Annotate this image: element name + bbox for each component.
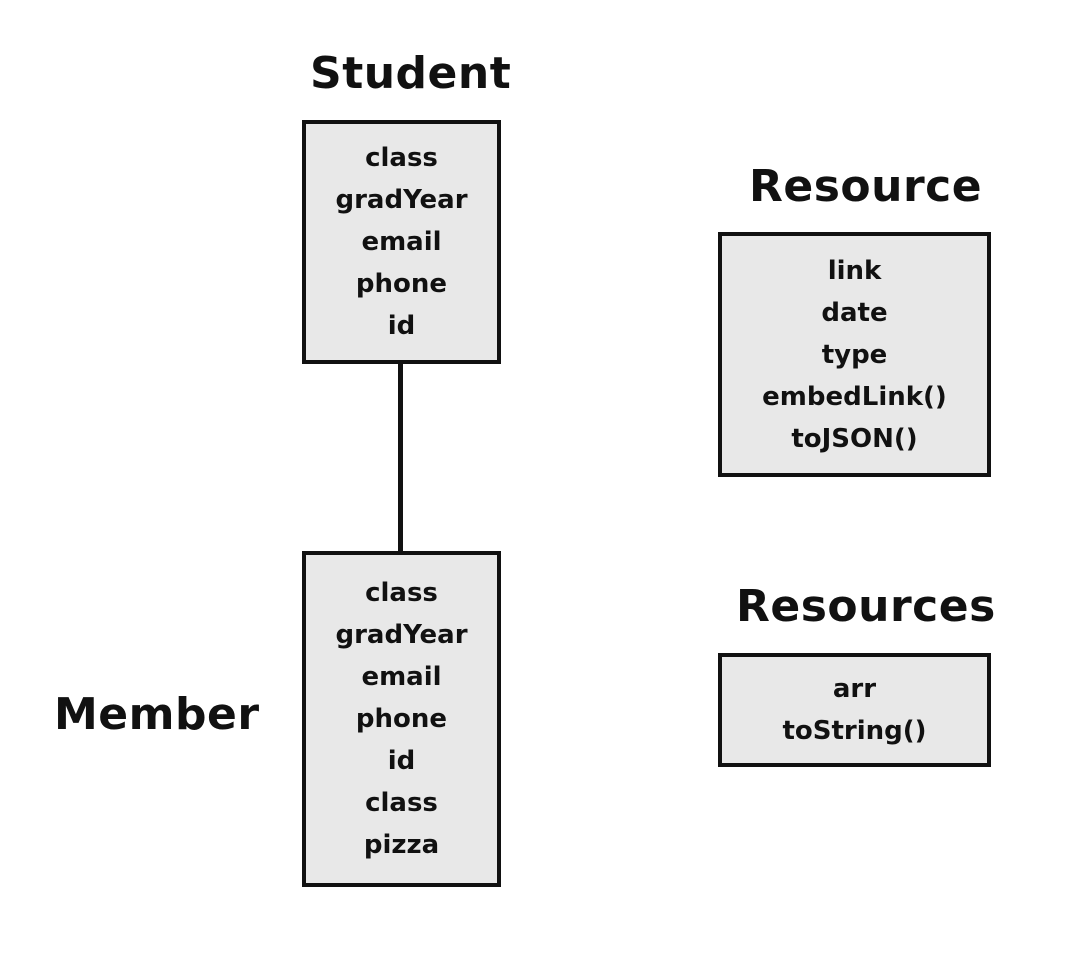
class-title-member: Member xyxy=(54,689,260,740)
field-resources-0: arr xyxy=(832,674,877,704)
field-student-1: gradYear xyxy=(335,185,468,215)
field-member-6: pizza xyxy=(363,830,440,860)
field-member-3: phone xyxy=(355,704,448,734)
association-line xyxy=(398,364,403,552)
class-box-student[interactable]: class gradYear email phone id xyxy=(302,120,501,364)
class-title-resources: Resources xyxy=(736,581,996,632)
field-resource-0: link xyxy=(827,255,882,286)
field-member-4: id xyxy=(387,746,416,776)
field-member-1: gradYear xyxy=(335,620,468,650)
class-box-resources[interactable]: arr toString() xyxy=(718,653,991,767)
field-student-0: class xyxy=(365,143,438,173)
field-resource-4: toJSON() xyxy=(791,423,918,454)
field-resources-1: toString() xyxy=(782,716,927,746)
class-title-student: Student xyxy=(310,48,512,99)
class-box-resource[interactable]: link date type embedLink() toJSON() xyxy=(718,232,991,477)
field-member-0: class xyxy=(365,578,438,608)
field-resource-2: type xyxy=(821,339,888,370)
field-student-2: email xyxy=(361,227,442,257)
field-resource-3: embedLink() xyxy=(762,381,947,412)
field-student-4: id xyxy=(387,311,416,341)
field-student-3: phone xyxy=(355,269,448,299)
class-box-member[interactable]: class gradYear email phone id class pizza xyxy=(302,551,501,887)
field-member-5: class xyxy=(365,788,438,818)
field-resource-1: date xyxy=(821,297,888,328)
field-member-2: email xyxy=(361,662,442,692)
class-title-resource: Resource xyxy=(749,161,983,212)
